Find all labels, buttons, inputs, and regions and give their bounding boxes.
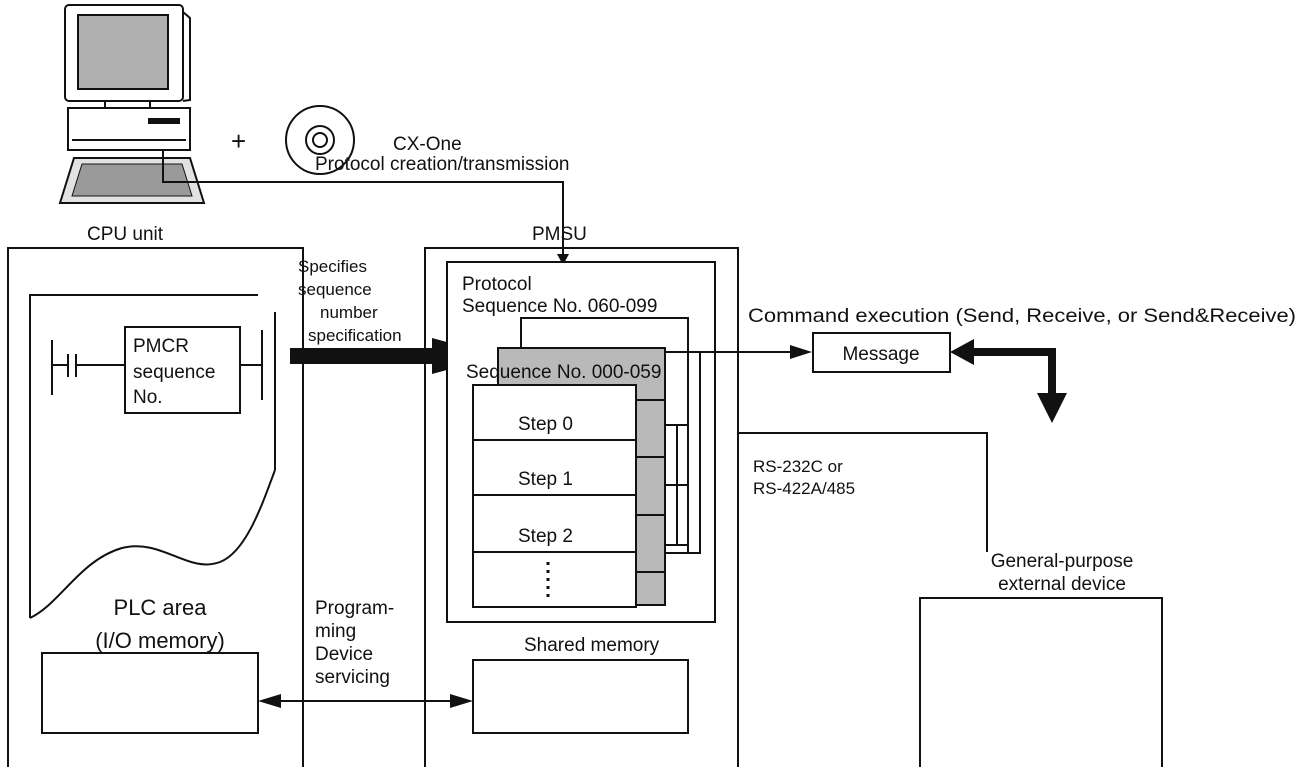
system-unit <box>67 107 191 151</box>
message-arrowhead <box>790 345 812 359</box>
monitor-side <box>182 11 191 102</box>
pmcr-line-3: No. <box>133 387 163 408</box>
protocol-title: Protocol <box>462 274 532 295</box>
device-line-1: General-purpose <box>991 551 1134 572</box>
sequence-output-bus <box>665 352 701 554</box>
servicing-line-2: ming <box>315 621 356 642</box>
command-execution-label: Command execution (Send, Receive, or Sen… <box>748 306 1296 327</box>
call-line-1: Specifies <box>298 257 367 276</box>
protocol-sequence-range: Sequence No. 060-099 <box>462 296 657 317</box>
servicing-line-1: Program- <box>315 598 394 619</box>
protocol-transfer-line <box>162 150 564 256</box>
shared-memory-box <box>472 659 689 734</box>
shared-memory-title: Shared memory <box>524 635 660 656</box>
device-line-2: external device <box>998 574 1126 595</box>
cd-icon <box>285 105 355 175</box>
call-line-3: number <box>320 303 378 322</box>
monitor-screen <box>77 14 169 90</box>
message-label: Message <box>842 344 919 365</box>
ladder-program-sheet: PMCR sequence No. <box>29 294 276 619</box>
sheet-wave-edge <box>29 469 276 619</box>
cd-outer <box>285 105 355 175</box>
servicing-line-3: Device <box>315 644 373 665</box>
pmsu-title: PMSU <box>532 224 587 245</box>
message-exchange-arrow <box>966 348 1056 396</box>
step-list: Step 0 Step 1 Step 2 <box>472 384 637 608</box>
computer-icon <box>58 4 206 204</box>
serial-line-1: RS-232C or <box>753 457 843 476</box>
servicing-arrowhead-left <box>258 694 281 708</box>
plc-area-subtitle: (I/O memory) <box>95 628 225 653</box>
software-label: CX-One <box>393 134 462 155</box>
io-memory-box <box>41 652 259 734</box>
message-box <box>812 332 951 373</box>
servicing-line-4: servicing <box>315 667 390 688</box>
step-connector-lines <box>665 424 688 546</box>
plus-sign: + <box>231 126 246 156</box>
servicing-arrowhead-right <box>450 694 473 708</box>
pmcr-line-1: PMCR <box>133 336 189 357</box>
cpu-unit-box <box>7 247 304 767</box>
keyboard-keys <box>71 163 193 197</box>
monitor-stand <box>104 100 151 109</box>
cd-hole <box>312 132 328 148</box>
cd-ring <box>305 125 335 155</box>
call-line-2: sequence <box>298 280 372 299</box>
pmcr-instruction-box <box>124 326 241 414</box>
protocol-transfer-arrowhead <box>557 254 569 265</box>
step-1: Step 1 <box>518 469 573 490</box>
sheet-outline <box>29 294 258 618</box>
call-line-4: specification <box>308 326 402 345</box>
pmcr-line-2: sequence <box>133 362 215 383</box>
external-device-box <box>919 597 1163 767</box>
drive-slot <box>148 118 180 124</box>
message-exchange-arrowhead-down <box>1037 393 1067 423</box>
cpu-unit-title: CPU unit <box>87 224 164 245</box>
serial-line-2: RS-422A/485 <box>753 479 855 498</box>
step-0: Step 0 <box>518 414 573 435</box>
sequence-label: Sequence No. 000-059 <box>466 362 661 383</box>
message-exchange-arrowhead-left <box>950 339 974 365</box>
protocol-transfer-label: Protocol creation/transmission <box>315 154 570 175</box>
pmsu-box <box>424 247 739 767</box>
plc-area-title: PLC area <box>114 595 208 620</box>
serial-cable-line <box>738 432 988 552</box>
step-2: Step 2 <box>518 526 573 547</box>
